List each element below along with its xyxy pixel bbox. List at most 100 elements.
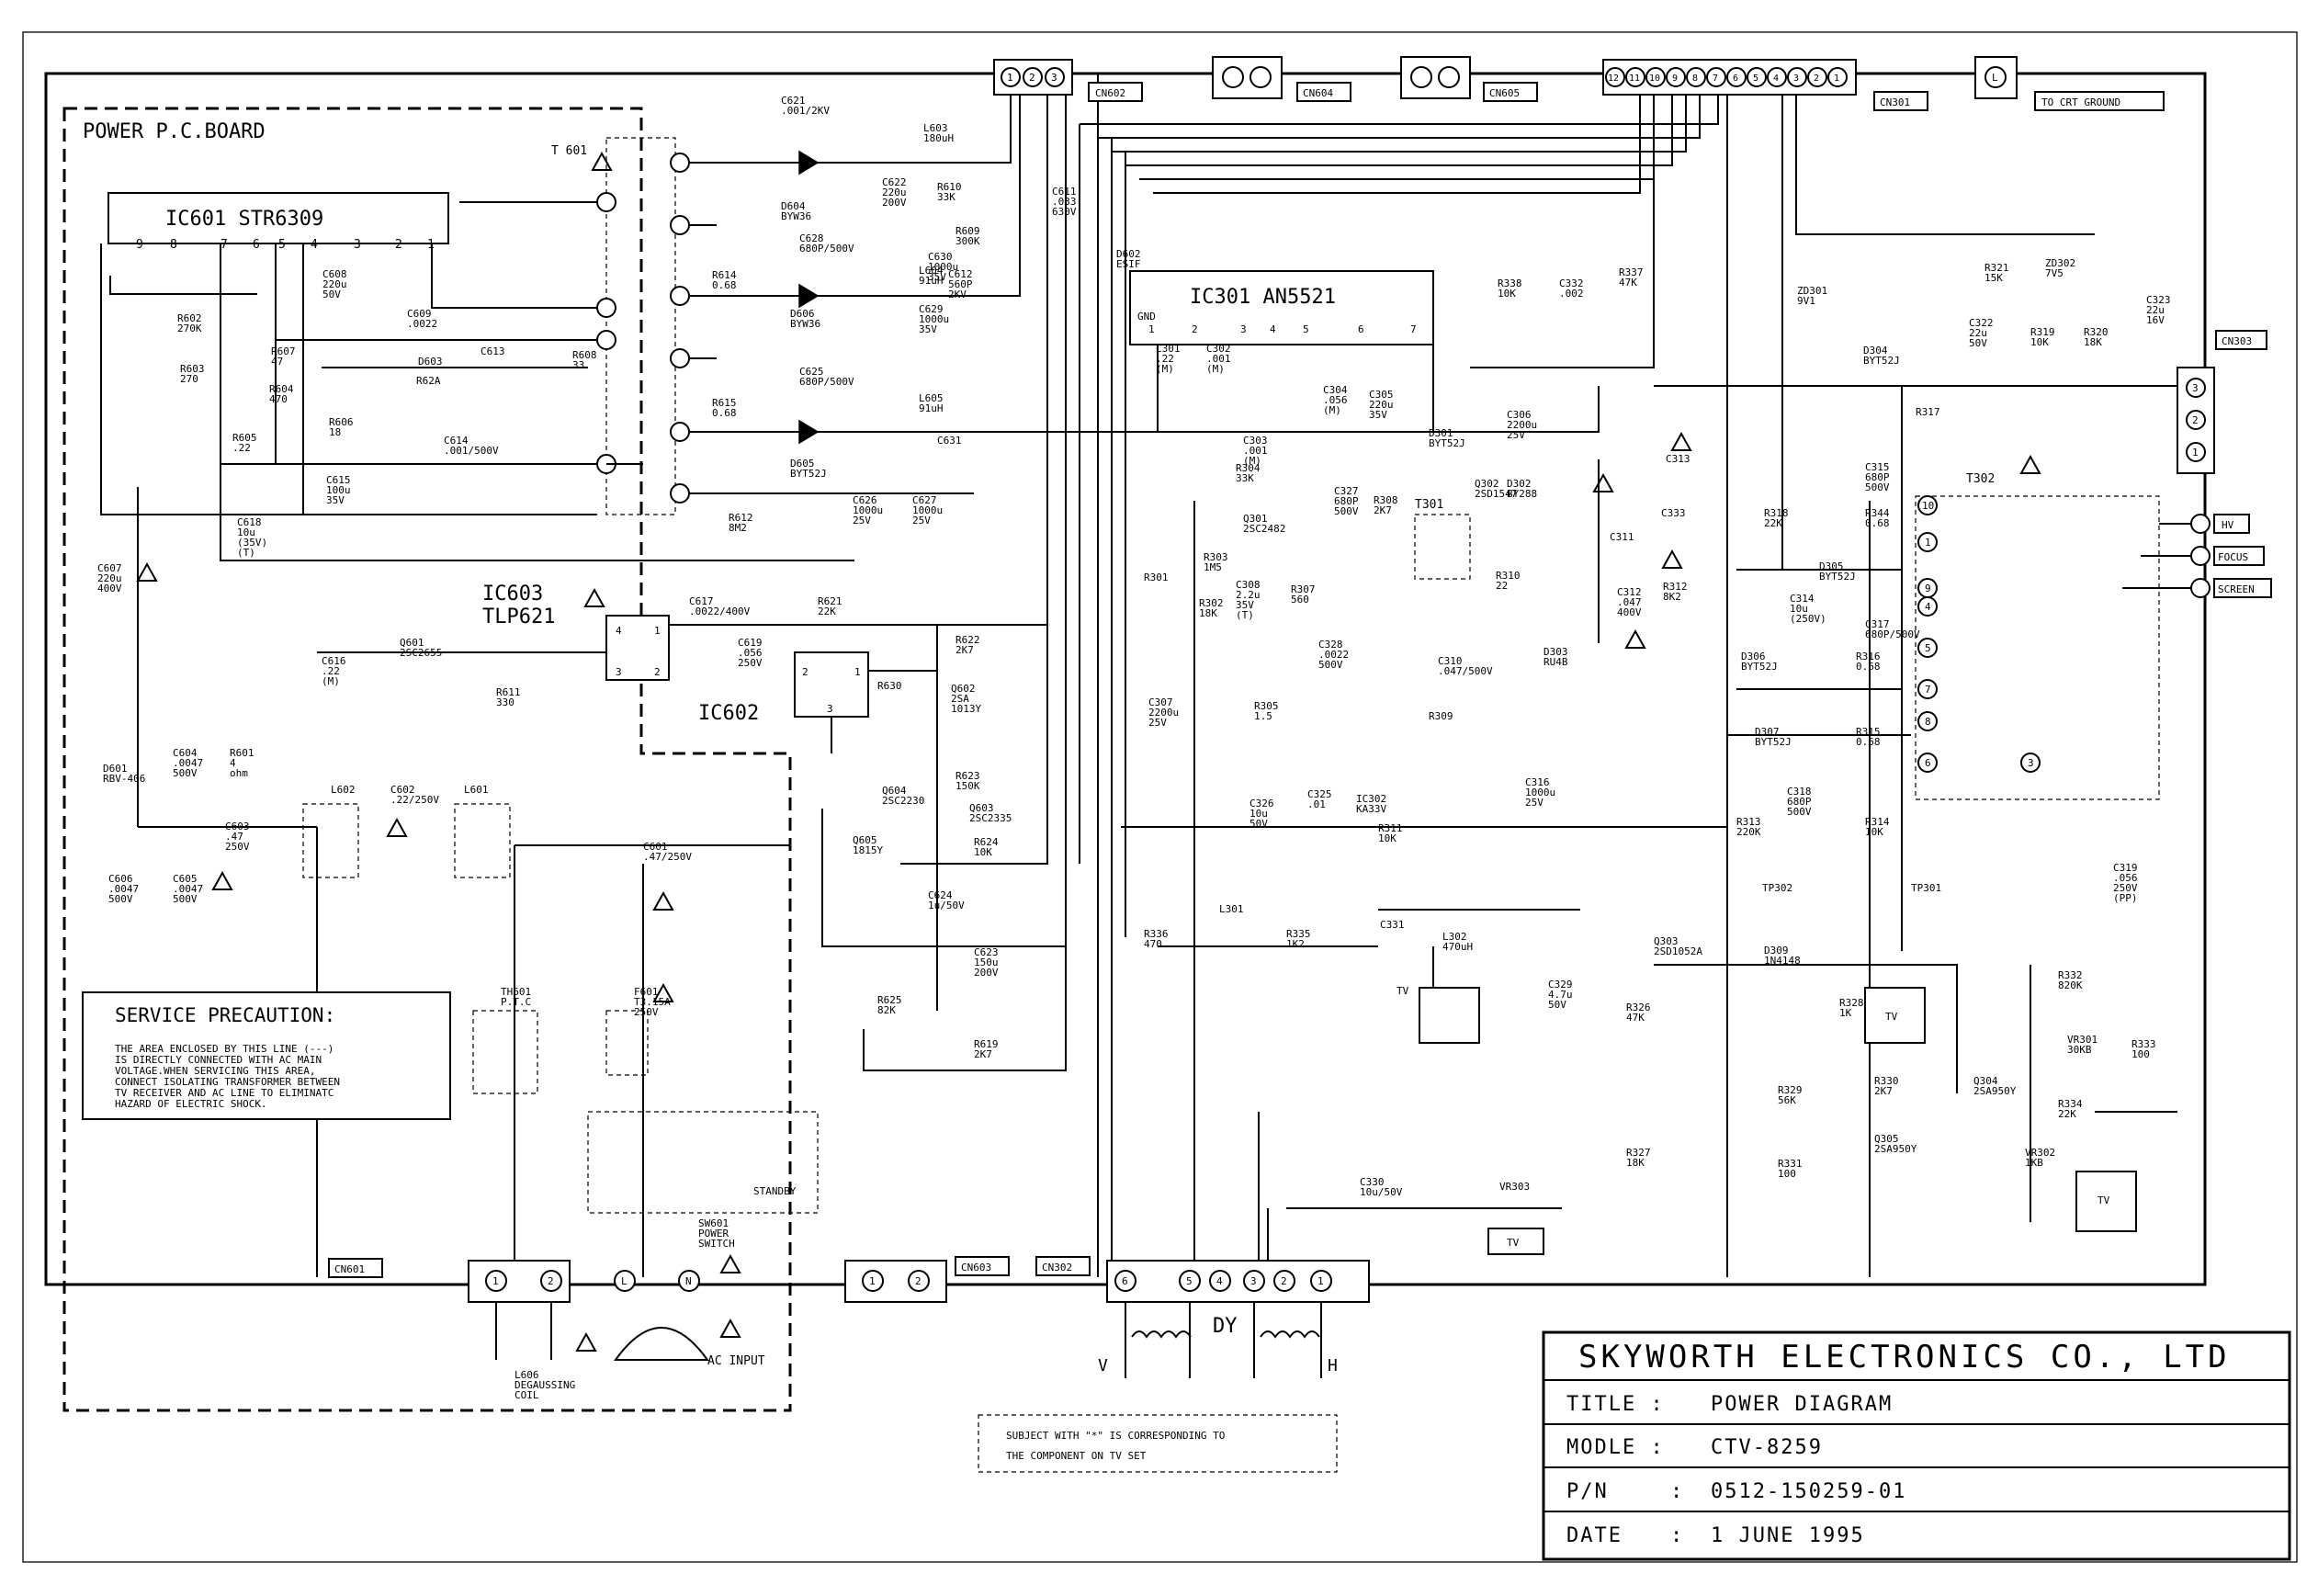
component-label-line: C316 — [1525, 776, 1550, 788]
component-label-line: 680P/500V — [799, 376, 854, 388]
component-label-line: R337 — [1619, 266, 1644, 278]
cn-crt-ground-pin — [1984, 66, 2007, 88]
component-label: C609.0022 — [407, 308, 437, 330]
focus-output-terminal — [2190, 546, 2211, 566]
ac-l-terminal — [614, 1270, 636, 1292]
component-label-line: 22 — [1496, 580, 1508, 592]
component-label-line: KA33V — [1356, 803, 1386, 815]
tv-label: TV — [2098, 1194, 2110, 1206]
cn603-body — [844, 1260, 947, 1303]
service-precaution-box — [82, 991, 451, 1120]
t302-pin-num: 10 — [1922, 500, 1934, 512]
component-label-line: 2SC2655 — [400, 647, 442, 659]
component-label-line: R328 — [1839, 997, 1864, 1009]
cn301-pin — [1686, 67, 1706, 87]
component-label-line: 8K2 — [1663, 591, 1681, 603]
component-label-line: ESIF — [1116, 258, 1141, 270]
warning-triangle — [652, 890, 674, 911]
t302-pin — [1917, 596, 1938, 617]
rail-rtn — [689, 224, 974, 494]
component-label-line: L301 — [1219, 903, 1244, 915]
subject-note-box — [978, 1414, 1338, 1473]
component-label-line: C329 — [1548, 979, 1573, 990]
component-label-line: 18K — [1626, 1157, 1645, 1169]
component-label-line: BYW36 — [781, 210, 811, 222]
component-label-line: C305 — [1369, 389, 1394, 401]
component-label-line: L603 — [923, 122, 948, 134]
component-label-line: R605 — [232, 432, 257, 444]
warning-triangle — [1624, 628, 1646, 649]
component-label-line: 150u — [974, 956, 999, 968]
component-label-line: 35V — [928, 271, 946, 283]
component-label: D603 — [418, 356, 443, 368]
main-bus-wires — [1079, 74, 2178, 1277]
component-label-line: C331 — [1380, 919, 1405, 931]
component-label-line: 10K — [974, 846, 992, 858]
component-label-line: 2K7 — [955, 644, 974, 656]
component-label: R62A — [416, 375, 441, 387]
ic301-pin: 6 — [1358, 323, 1364, 335]
cn601-pin-num: 2 — [548, 1275, 554, 1287]
focus-label-box — [2213, 546, 2265, 566]
component-label-line: .0022 — [1318, 649, 1349, 661]
warning-triangle — [1670, 431, 1692, 451]
component-label-line: (PP) — [2113, 892, 2138, 904]
component-label-line: C317 — [1865, 618, 1890, 630]
cn301-name: CN301 — [1880, 96, 1910, 108]
component-label-line: 10u — [237, 526, 255, 538]
component-label-line: 50V — [1969, 337, 1987, 349]
component-label-line: C332 — [1559, 277, 1584, 289]
component-label: C333 — [1661, 507, 1686, 519]
component-label-line: R615 — [712, 397, 737, 409]
warning-triangle — [652, 982, 674, 1002]
component-label: C302.001(M) — [1206, 343, 1231, 375]
cn303-pin — [2186, 378, 2206, 398]
cn303-pin-num: 2 — [2192, 414, 2199, 426]
component-label-line: C315 — [1865, 461, 1890, 473]
component-label-line: .22 — [1156, 353, 1174, 365]
component-label: R309 — [1429, 710, 1453, 722]
component-label-line: R330 — [1874, 1075, 1899, 1087]
power-board-label: POWER P.C.BOARD — [83, 120, 266, 143]
component-label-line: RU4B — [1543, 656, 1568, 668]
component-label-line: R610 — [937, 181, 962, 193]
component-label-line: R62A — [416, 375, 441, 387]
model-value: CTV-8259 — [1711, 1436, 1823, 1459]
component-label-line: R311 — [1378, 822, 1403, 834]
component-label-line: Q303 — [1654, 935, 1679, 947]
component-label-line: R338 — [1498, 277, 1522, 289]
component-label-line: 35V — [919, 323, 937, 335]
cn605-pin — [1438, 66, 1460, 88]
ic603-body — [605, 615, 670, 681]
component-label-line: 22K — [1764, 517, 1782, 529]
t601-pin-2 — [596, 192, 616, 212]
component-label-line: (35V) — [237, 537, 267, 549]
component-label-line: 33K — [1236, 472, 1254, 484]
component-label-line: 2KV — [948, 289, 967, 300]
component-label-line: 50V — [1249, 818, 1268, 830]
component-label-line: C303 — [1243, 435, 1268, 447]
component-label: R317 — [1916, 406, 1940, 418]
component-label-line: R313 — [1736, 816, 1761, 828]
crt-ground-tag — [2034, 91, 2165, 111]
ic603-pin: 3 — [616, 666, 622, 678]
component-label-line: R619 — [974, 1038, 999, 1050]
component-label-line: C603 — [225, 821, 250, 832]
